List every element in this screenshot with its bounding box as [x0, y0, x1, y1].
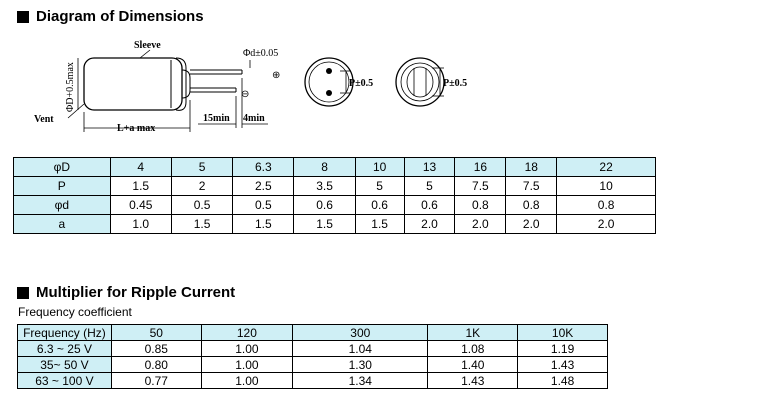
table-cell: 1.30: [292, 356, 429, 373]
ripple-title: Multiplier for Ripple Current: [36, 284, 236, 301]
table-cell: 7.5: [454, 176, 507, 196]
table-cell: 2.0: [556, 214, 656, 234]
table-cell: 2: [170, 176, 234, 196]
table-cell: 120: [200, 324, 294, 341]
vent-label: Vent: [34, 114, 54, 125]
table-cell: 1.0: [109, 214, 172, 234]
table-cell: 0.77: [110, 372, 202, 389]
table-cell: 1.5: [109, 176, 172, 196]
row-label-cell: 6.3 ~ 25 V: [17, 340, 112, 357]
diameter-label: ΦD+0.5max: [65, 62, 76, 112]
table-cell: 1.00: [200, 372, 294, 389]
table-cell: 1.43: [517, 356, 608, 373]
ripple-heading: Multiplier for Ripple Current: [17, 284, 235, 301]
table-cell: 1K: [427, 324, 519, 341]
table-cell: 2.0: [403, 214, 456, 234]
table-cell: 22: [556, 157, 656, 177]
table-cell: 0.8: [454, 195, 507, 215]
table-cell: 0.6: [403, 195, 456, 215]
table-cell: 3.5: [293, 176, 356, 196]
dimensions-title: Diagram of Dimensions: [36, 8, 204, 25]
lead-length-label: 15min: [203, 113, 230, 124]
table-cell: 0.85: [110, 340, 202, 357]
table-cell: 5: [354, 176, 405, 196]
length-label: L+a max: [117, 123, 155, 134]
end-view-large: [395, 57, 445, 107]
end-view-small: [304, 57, 354, 107]
row-label-cell: φd: [13, 195, 111, 215]
table-cell: 0.8: [556, 195, 656, 215]
table-cell: 10: [556, 176, 656, 196]
frequency-coefficient-label: Frequency coefficient: [18, 305, 132, 319]
table-cell: 10: [354, 157, 405, 177]
lead-end-label: 4min: [243, 113, 265, 124]
table-cell: 1.08: [427, 340, 519, 357]
table-cell: 1.00: [200, 356, 294, 373]
row-label-cell: P: [13, 176, 111, 196]
sleeve-label: Sleeve: [134, 40, 161, 51]
table-cell: 300: [292, 324, 429, 341]
table-cell: 0.8: [505, 195, 558, 215]
table-cell: 0.5: [170, 195, 234, 215]
table-cell: 1.00: [200, 340, 294, 357]
dimensions-diagram: Sleeve Vent Φd±0.05 ΦD+0.5max L+a max 15…: [34, 40, 467, 134]
table-cell: 13: [403, 157, 456, 177]
table-cell: 1.5: [354, 214, 405, 234]
table-cell: 1.5: [170, 214, 234, 234]
table-cell: 2.0: [505, 214, 558, 234]
row-label-cell: Frequency (Hz): [17, 324, 112, 341]
table-cell: 16: [454, 157, 507, 177]
minus-polarity-icon: ⊖: [241, 89, 249, 100]
table-cell: 0.6: [293, 195, 356, 215]
heading-square-icon: [17, 286, 29, 299]
capacitor-side-view: [83, 57, 243, 111]
table-cell: 0.80: [110, 356, 202, 373]
table-cell: 1.04: [292, 340, 429, 357]
pitch-label-small: P±0.5: [349, 78, 373, 89]
table-cell: 7.5: [505, 176, 558, 196]
pitch-label-large: P±0.5: [443, 78, 467, 89]
table-cell: 1.40: [427, 356, 519, 373]
table-cell: 4: [109, 157, 172, 177]
row-label-cell: a: [13, 214, 111, 234]
row-label-cell: φD: [13, 157, 111, 177]
table-cell: 10K: [517, 324, 608, 341]
table-cell: 1.34: [292, 372, 429, 389]
table-cell: 5: [403, 176, 456, 196]
table-cell: 2.5: [232, 176, 295, 196]
table-cell: 0.6: [354, 195, 405, 215]
table-cell: 1.5: [293, 214, 356, 234]
table-cell: 1.19: [517, 340, 608, 357]
table-cell: 0.5: [232, 195, 295, 215]
table-cell: 8: [293, 157, 356, 177]
row-label-cell: 63 ~ 100 V: [17, 372, 112, 389]
lead-diameter-label: Φd±0.05: [243, 48, 278, 59]
table-cell: 1.5: [232, 214, 295, 234]
table-cell: 50: [110, 324, 202, 341]
row-label-cell: 35~ 50 V: [17, 356, 112, 373]
table-cell: 18: [505, 157, 558, 177]
heading-square-icon: [17, 10, 29, 23]
table-cell: 1.43: [427, 372, 519, 389]
table-cell: 5: [170, 157, 234, 177]
table-cell: 6.3: [232, 157, 295, 177]
table-cell: 2.0: [454, 214, 507, 234]
plus-polarity-icon: ⊕: [272, 70, 280, 81]
table-cell: 0.45: [109, 195, 172, 215]
table-cell: 1.48: [517, 372, 608, 389]
dimensions-heading: Diagram of Dimensions: [17, 8, 204, 25]
